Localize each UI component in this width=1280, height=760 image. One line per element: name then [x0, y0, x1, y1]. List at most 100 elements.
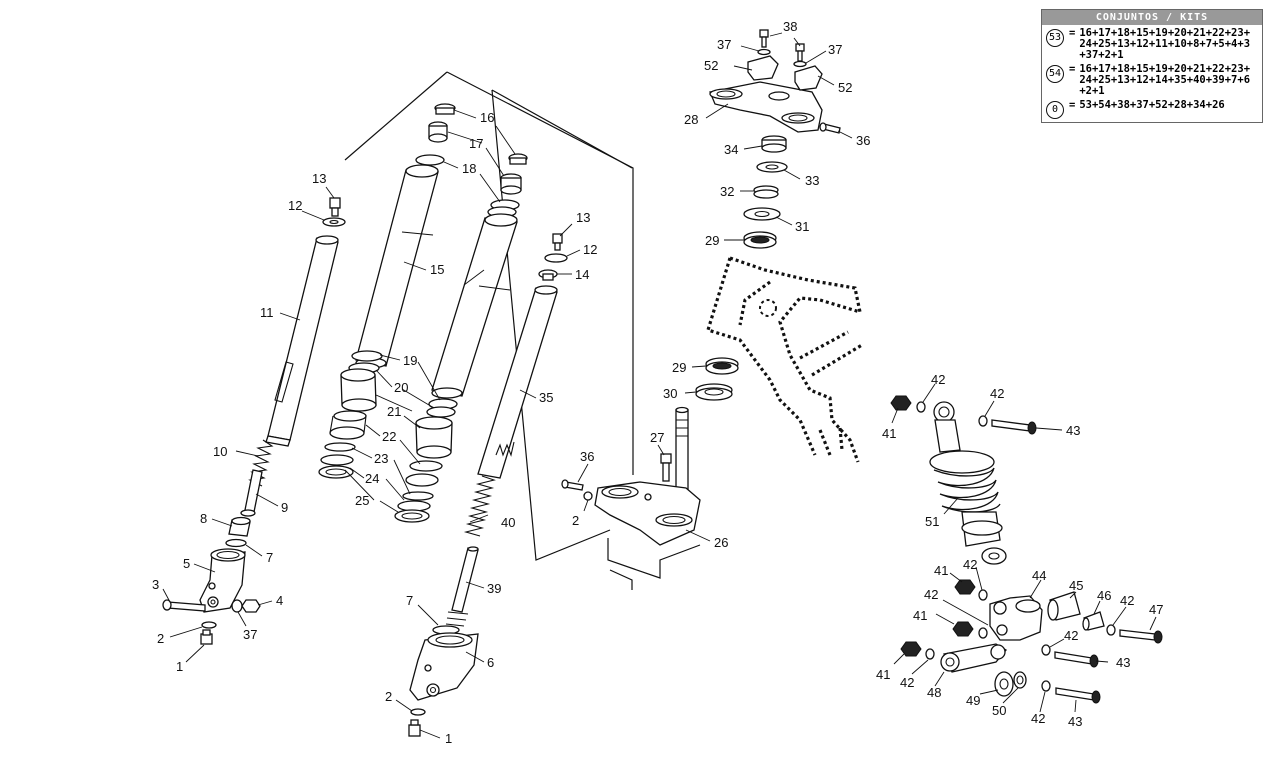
- bolt-3: [162, 599, 206, 612]
- callout-2-right: 2: [385, 689, 392, 704]
- callout-3: 3: [152, 577, 159, 592]
- fork-foot-5: [199, 548, 246, 613]
- washer-2-left: [201, 621, 217, 629]
- kit-equals: =: [1069, 63, 1076, 75]
- callout-11: 11: [260, 305, 274, 320]
- washer-42-top-right: [978, 415, 988, 427]
- callout-24: 24: [365, 471, 379, 486]
- spacer-50: [1013, 671, 1027, 689]
- fork-tube-11: [265, 235, 339, 447]
- callout-18: 18: [462, 161, 476, 176]
- spacer-46: [1082, 611, 1105, 631]
- callout-42-e: 42: [900, 675, 914, 690]
- kit-equals: =: [1069, 27, 1076, 39]
- callout-15: 15: [430, 262, 444, 277]
- callout-30: 30: [663, 386, 677, 401]
- kit-badge: 54: [1046, 65, 1064, 83]
- outer-tube-15-left: [355, 164, 439, 369]
- plug-17-left: [428, 121, 448, 143]
- washer-42-b: [978, 627, 988, 639]
- callout-41-a: 41: [934, 563, 948, 578]
- bushing-22-right: [409, 460, 443, 472]
- callout-49: 49: [966, 693, 980, 708]
- callout-numbers: 13 12 11 10 9 8 7 5 3 4 37 2 1 16 17 18 …: [152, 19, 1163, 746]
- seal-25-left: [318, 454, 354, 479]
- bushing-22-left: [329, 410, 367, 440]
- ring-24-right: [402, 491, 434, 501]
- washer-42-top-left: [916, 401, 926, 413]
- nut-41-a: [954, 579, 976, 595]
- clamp-52-right: [794, 65, 823, 91]
- washer-42-f: [1041, 680, 1051, 692]
- callout-2-clamp: 2: [572, 513, 579, 528]
- kits-table-title: CONJUNTOS / KITS: [1042, 10, 1262, 25]
- callout-44: 44: [1032, 568, 1046, 583]
- washer-42-c: [925, 648, 935, 660]
- callout-27: 27: [650, 430, 664, 445]
- callout-42-f: 42: [1031, 711, 1045, 726]
- nut-41-c: [900, 641, 922, 657]
- washer-12-right: [544, 253, 568, 263]
- bearing-29-upper: [743, 231, 777, 249]
- callout-38: 38: [783, 19, 797, 34]
- damper-rod-9: [244, 469, 263, 513]
- nut-41-b: [952, 621, 974, 637]
- callout-35: 35: [539, 390, 553, 405]
- washer-37-top-left: [757, 48, 771, 56]
- kit-formula: 16+17+18+15+19+20+21+22+23+24+25+13+12+1…: [1079, 27, 1251, 61]
- nut-4: [241, 599, 261, 613]
- bolt-47: [1119, 629, 1163, 644]
- spring-40: [463, 475, 496, 537]
- damper-39: [445, 546, 479, 627]
- washer-33: [756, 161, 788, 173]
- callout-13-right: 13: [576, 210, 590, 225]
- callout-21: 21: [387, 404, 401, 419]
- bolt-36-upper: [819, 122, 841, 134]
- kit-row: 0 = 53+54+38+37+52+28+34+26: [1046, 100, 1260, 119]
- screw-1-left: [200, 629, 213, 645]
- callout-46: 46: [1097, 588, 1111, 603]
- callout-36-upper: 36: [856, 133, 870, 148]
- washer-42-a: [978, 589, 988, 601]
- callout-1: 1: [176, 659, 183, 674]
- spring-10: [248, 439, 274, 487]
- lower-triple-clamp-26: [594, 406, 701, 546]
- bushing-21-left: [340, 368, 377, 412]
- screw-1-right: [408, 719, 421, 737]
- leader-lines: [162, 32, 1157, 739]
- callout-25: 25: [355, 493, 369, 508]
- callout-12: 12: [288, 198, 302, 213]
- callout-42-d: 42: [1064, 628, 1078, 643]
- washer-12-left: [322, 217, 346, 227]
- callout-12-right: 12: [583, 242, 597, 257]
- callout-29-lower: 29: [672, 360, 686, 375]
- callout-39: 39: [487, 581, 501, 596]
- screw-13-left: [329, 197, 341, 209]
- kit-formula: 16+17+18+15+19+20+21+22+23+24+25+13+12+1…: [1079, 63, 1251, 97]
- left-outer-tube-group: [318, 103, 456, 479]
- kit-formula: 53+54+38+37+52+28+34+26: [1079, 99, 1225, 111]
- callout-26: 26: [714, 535, 728, 550]
- ring-19-left-a: [351, 350, 383, 362]
- left-fork-assembly: [162, 197, 346, 645]
- callout-1-right: 1: [445, 731, 452, 746]
- rocker-44: [989, 595, 1043, 641]
- o-ring-7-left: [225, 538, 247, 548]
- callout-23: 23: [374, 451, 388, 466]
- kit-badge: 53: [1046, 29, 1064, 47]
- callout-2: 2: [157, 631, 164, 646]
- callout-6: 6: [487, 655, 494, 670]
- o-ring-18-left: [415, 154, 445, 166]
- outer-tube-15-right: [431, 213, 518, 399]
- washer-2-right: [410, 708, 426, 716]
- callout-42-top-left: 42: [931, 372, 945, 387]
- callout-51: 51: [925, 514, 939, 529]
- threaded-ring-8: [228, 516, 251, 537]
- clamp-52-left: [747, 55, 779, 81]
- washer-37-left: [231, 599, 243, 613]
- kit-row: 54 = 16+17+18+15+19+20+21+22+23+24+25+13…: [1046, 64, 1260, 97]
- nut-41-top: [890, 395, 912, 411]
- callout-50: 50: [992, 703, 1006, 718]
- callout-41-b: 41: [913, 608, 927, 623]
- callout-40: 40: [501, 515, 515, 530]
